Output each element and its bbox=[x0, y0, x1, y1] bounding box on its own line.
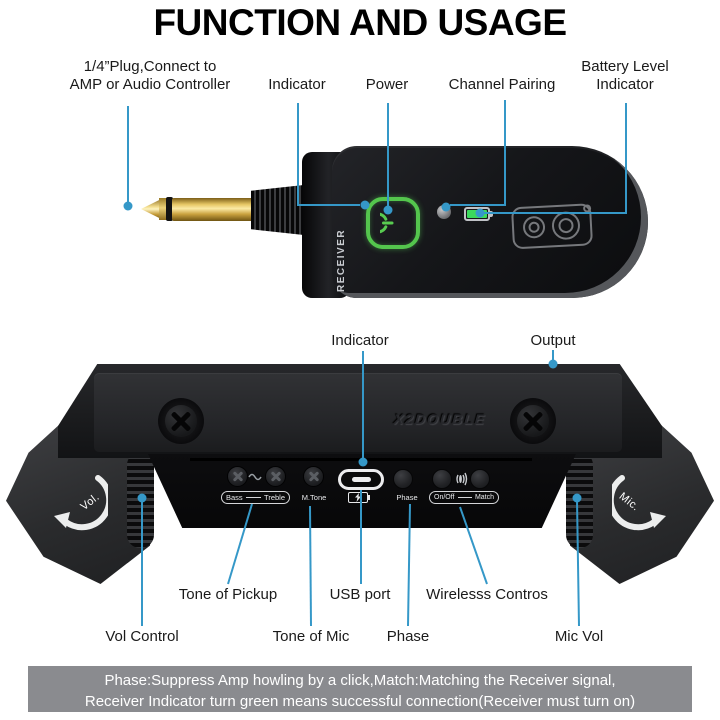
power-button[interactable] bbox=[366, 197, 420, 249]
pedal-indicator-label: Indicator bbox=[331, 332, 389, 349]
footer-line-2: Receiver Indicator turn green means succ… bbox=[84, 693, 636, 710]
vol-callout-dot bbox=[137, 493, 147, 503]
mtone-label: M.Tone bbox=[301, 493, 327, 502]
output-callout-dot bbox=[548, 359, 558, 369]
phase-panel-label: Phase bbox=[396, 493, 418, 502]
bass-knob[interactable] bbox=[227, 466, 248, 487]
tone-wave-icon bbox=[248, 473, 262, 481]
power-icon bbox=[380, 212, 394, 234]
callout-power-label: Power bbox=[365, 76, 409, 93]
quarter-inch-plug-shaft bbox=[172, 198, 258, 221]
match-button[interactable] bbox=[470, 469, 490, 489]
plug-callout-dot bbox=[123, 201, 133, 211]
mtone-knob[interactable] bbox=[303, 466, 324, 487]
phase-label: Phase bbox=[386, 628, 430, 645]
bass-label: Bass bbox=[226, 493, 243, 502]
battery-callout-dot bbox=[475, 208, 485, 218]
page-title: FUNCTION AND USAGE bbox=[153, 2, 567, 43]
tone-of-pickup-label: Tone of Pickup bbox=[178, 586, 278, 603]
indicator-callout-dot bbox=[360, 200, 370, 210]
phase-button[interactable] bbox=[393, 469, 413, 489]
treble-knob[interactable] bbox=[265, 466, 286, 487]
phillips-screw-right bbox=[517, 405, 549, 437]
treble-label: Treble bbox=[264, 493, 285, 502]
callout-indicator-label: Indicator bbox=[268, 76, 326, 93]
onoff-label: On/Off bbox=[434, 494, 455, 501]
mic-rotate-arrow-icon bbox=[612, 475, 666, 531]
vol-rotate-arrow-icon bbox=[54, 475, 108, 531]
onoff-button[interactable] bbox=[432, 469, 452, 489]
plug-insulator-ring bbox=[166, 197, 173, 221]
mic-vol-label: Mic Vol bbox=[554, 628, 604, 645]
footer-note: Phase:Suppress Amp howling by a click,Ma… bbox=[28, 666, 692, 712]
footer-line-1: Phase:Suppress Amp howling by a click,Ma… bbox=[104, 672, 616, 689]
mic-vol-callout-dot bbox=[572, 493, 582, 503]
plug-band bbox=[159, 198, 167, 220]
vol-control-label: Vol Control bbox=[105, 628, 179, 645]
clip-lens-icon bbox=[511, 203, 593, 249]
sound-wave-icon bbox=[456, 472, 468, 486]
onoff-match-label-group: On/Off Match bbox=[429, 491, 499, 504]
tone-of-mic-label: Tone of Mic bbox=[272, 628, 350, 645]
callout-channel-pairing-label: Channel Pairing bbox=[448, 76, 556, 93]
charging-battery-nub bbox=[368, 495, 370, 500]
callout-battery-label: Battery Level Indicator bbox=[581, 58, 669, 94]
pedal-output-label: Output bbox=[530, 332, 576, 349]
bass-treble-label-group: Bass Treble bbox=[221, 491, 290, 504]
phillips-screw-left bbox=[165, 405, 197, 437]
pedal-indicator-callout-dot bbox=[358, 457, 368, 467]
usb-port-label: USB port bbox=[329, 586, 391, 603]
callout-plug-label: 1/4”Plug,Connect to AMP or Audio Control… bbox=[69, 58, 231, 94]
channel-callout-dot bbox=[441, 202, 451, 212]
charging-battery-icon bbox=[348, 492, 368, 503]
lightning-bolt-icon bbox=[355, 493, 361, 502]
power-callout-dot bbox=[383, 205, 393, 215]
usb-c-slot bbox=[352, 477, 371, 482]
match-label: Match bbox=[474, 494, 494, 501]
wireless-controls-label: Wirelesss Contros bbox=[426, 586, 548, 603]
